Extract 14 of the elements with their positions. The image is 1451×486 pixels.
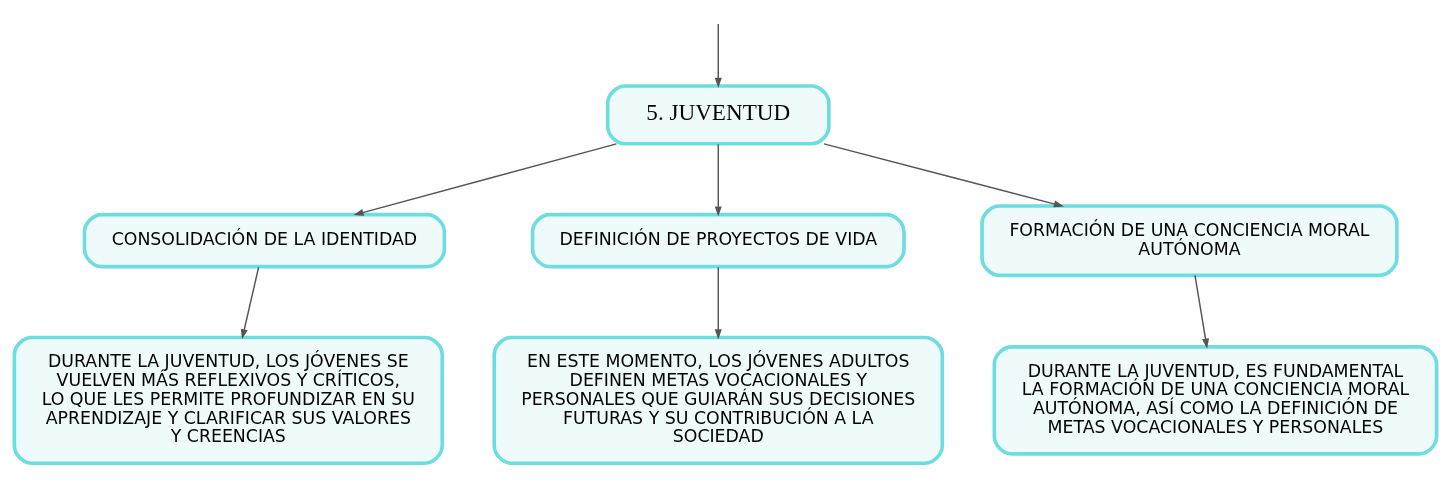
arrow [714, 143, 722, 217]
arrow [714, 266, 722, 340]
arrow [353, 143, 618, 216]
node-box: EN ESTE MOMENTO, LOS JÓVENES ADULTOS DEFINEN METAS VOCACIONALES Y PERSONALES QUE GUIARÁN SUS DECISIONES FUTURAS Y SU CONTRIBUCIÓN A LA SOCIEDAD [492, 335, 945, 466]
arrow [240, 266, 260, 340]
node-box: CONSOLIDACIÓN DE LA IDENTIDAD [82, 212, 447, 269]
arrow [714, 23, 722, 88]
node-box: FORMACIÓN DE UNA CONCIENCIA MORAL AUTÓNOMA [980, 204, 1399, 278]
node-box: DURANTE LA JUVENTUD, ES FUNDAMENTAL LA FORMACIÓN DE UNA CONCIENCIA MORAL AUTÓNOMA, ASÍ COMO LA DEFINICIÓN DE METAS VOCACIONALES Y PERSONALES [992, 345, 1439, 456]
node-box: DURANTE LA JUVENTUD, LOS JÓVENES SE VUELVEN MÁS REFLEXIVOS Y CRÍTICOS, LO QUE LES PERMITE PROFUNDIZAR EN SU APRENDIZAJE Y CLARIFICAR SUS VALORES Y CREENCIAS [12, 335, 444, 466]
node-box: 5. JUVENTUD [605, 84, 831, 146]
arrow [1194, 274, 1209, 349]
node-box: DEFINICIÓN DE PROYECTOS DE VIDA [530, 212, 906, 269]
arrow [823, 143, 1064, 208]
